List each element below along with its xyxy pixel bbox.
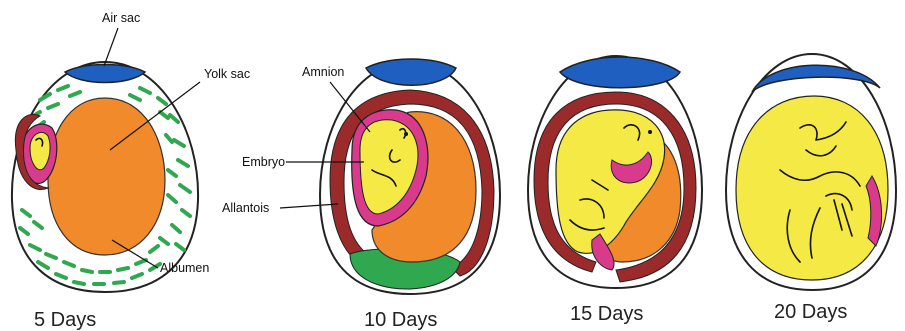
caption-10-days: 10 Days: [364, 309, 437, 331]
egg-15-days: [528, 56, 702, 288]
label-air-sac-text: Air sac: [102, 11, 140, 25]
caption-15-days: 15 Days: [570, 303, 643, 325]
label-allantois-text: Allantois: [222, 201, 269, 215]
caption-20-days: 20 Days: [774, 301, 847, 323]
label-yolk-sac-text: Yolk sac: [204, 67, 250, 81]
air-sac-5: [65, 65, 145, 83]
air-sac-15: [560, 57, 680, 88]
label-albumen-text: Albumen: [160, 261, 209, 275]
egg-5-days: [12, 62, 198, 292]
label-embryo-text: Embryo: [242, 155, 285, 169]
air-sac-20: [752, 65, 880, 92]
label-air-sac: Air sac: [102, 11, 140, 66]
egg-10-days: [320, 59, 500, 294]
egg-20-days: [726, 54, 896, 290]
embryo-20: [736, 96, 888, 280]
air-sac-10: [366, 59, 456, 85]
caption-5-days: 5 Days: [34, 309, 96, 331]
label-amnion-text: Amnion: [302, 65, 344, 79]
